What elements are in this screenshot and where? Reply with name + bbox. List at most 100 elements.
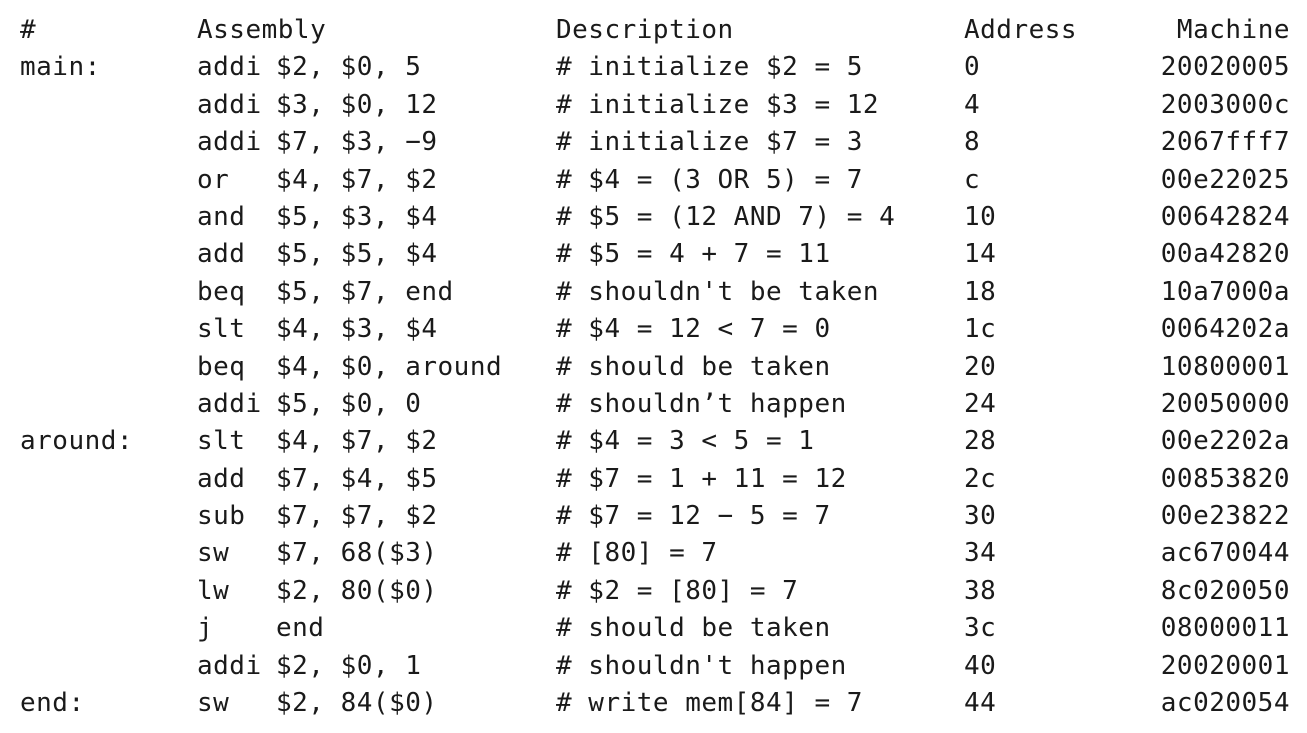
instruction-row: addi $5, $0, 0 # shouldn’t happen 24 2005000… (0, 386, 1307, 423)
address: 10 (964, 201, 997, 232)
opcode: sw (197, 688, 230, 719)
header-assembly: Assembly (197, 15, 327, 45)
opcode: lw (197, 575, 230, 606)
description: # write mem[84] = 7 (556, 688, 863, 719)
operands: $4, $7, $2 (276, 426, 438, 457)
description: # $4 = 12 < 7 = 0 (556, 314, 831, 345)
instruction-row: around: slt $4, $7, $2 # $4 = 3 < 5 = 1 28 00… (0, 423, 1307, 460)
description: # $7 = 1 + 11 = 12 (556, 463, 847, 494)
header-address: Address (964, 15, 1078, 45)
opcode: sw (197, 538, 230, 569)
address: 18 (964, 276, 997, 307)
opcode: addi (197, 127, 262, 158)
machine-code: ac020054 (1160, 688, 1290, 719)
assembly-listing: # Assembly Description Address Machine m… (0, 12, 1307, 722)
operands: $2, 80($0) (276, 575, 438, 606)
machine-code: 10a7000a (1160, 276, 1290, 307)
operands: $2, $0, 1 (276, 650, 422, 681)
operands: $7, 68($3) (276, 538, 438, 569)
row-label: around: (20, 426, 134, 457)
address: 40 (964, 650, 997, 681)
address: 20 (964, 351, 997, 382)
operands: $7, $3, −9 (276, 127, 438, 158)
instruction-row: addi $7, $3, −9 # initialize $7 = 3 8 2067ff… (0, 124, 1307, 161)
operands: $2, 84($0) (276, 688, 438, 719)
header-label: # (20, 15, 37, 45)
instruction-row: addi $3, $0, 12 # initialize $3 = 12 4 20030… (0, 87, 1307, 124)
opcode: slt (197, 314, 246, 345)
description: # shouldn't happen (556, 650, 847, 681)
operands: $5, $0, 0 (276, 388, 422, 419)
description: # shouldn't be taken (556, 276, 880, 307)
address: 8 (964, 127, 981, 158)
machine-code: 00e23822 (1160, 501, 1290, 532)
operands: $5, $5, $4 (276, 239, 438, 270)
address: 28 (964, 426, 997, 457)
description: # initialize $2 = 5 (556, 52, 863, 83)
machine-code: 2003000c (1160, 89, 1290, 120)
operands: $2, $0, 5 (276, 52, 422, 83)
address: 34 (964, 538, 997, 569)
operands: $7, $7, $2 (276, 501, 438, 532)
operands: $4, $7, $2 (276, 164, 438, 195)
description: # initialize $3 = 12 (556, 89, 880, 120)
machine-code: 8c020050 (1160, 575, 1290, 606)
operands: $5, $7, end (276, 276, 454, 307)
opcode: beq (197, 276, 246, 307)
opcode: addi (197, 388, 262, 419)
machine-code: 10800001 (1160, 351, 1290, 382)
machine-code: 00e2202a (1160, 426, 1290, 457)
address: 14 (964, 239, 997, 270)
address: 4 (964, 89, 981, 120)
description: # initialize $7 = 3 (556, 127, 863, 158)
machine-code: 20050000 (1160, 388, 1290, 419)
machine-code: 08000011 (1160, 613, 1290, 644)
operands: $7, $4, $5 (276, 463, 438, 494)
address: 24 (964, 388, 997, 419)
description: # shouldn’t happen (556, 388, 847, 419)
opcode: addi (197, 52, 262, 83)
opcode: addi (197, 650, 262, 681)
machine-code: 20020001 (1160, 650, 1290, 681)
address: c (964, 164, 981, 195)
machine-code: 2067fff7 (1160, 127, 1290, 158)
opcode: and (197, 201, 246, 232)
machine-code: 00853820 (1160, 463, 1290, 494)
description: # should be taken (556, 613, 831, 644)
address: 30 (964, 501, 997, 532)
operands: $5, $3, $4 (276, 201, 438, 232)
description: # $4 = 3 < 5 = 1 (556, 426, 815, 457)
opcode: slt (197, 426, 246, 457)
description: # $5 = 4 + 7 = 11 (556, 239, 831, 270)
address: 44 (964, 688, 997, 719)
opcode: sub (197, 501, 246, 532)
description: # should be taken (556, 351, 831, 382)
address: 3c (964, 613, 997, 644)
instruction-row: lw $2, 80($0) # $2 = [80] = 7 38 8c020050 (0, 573, 1307, 610)
header-machine: Machine (1176, 15, 1290, 45)
address: 2c (964, 463, 997, 494)
header-row: # Assembly Description Address Machine (0, 12, 1307, 49)
description: # $2 = [80] = 7 (556, 575, 799, 606)
operands: end (276, 613, 325, 644)
machine-code: 00642824 (1160, 201, 1290, 232)
opcode: addi (197, 89, 262, 120)
operands: $3, $0, 12 (276, 89, 438, 120)
machine-code: 20020005 (1160, 52, 1290, 83)
instruction-row: beq $5, $7, end # shouldn't be taken 18 10a7… (0, 274, 1307, 311)
opcode: add (197, 239, 246, 270)
instruction-row: addi $2, $0, 1 # shouldn't happen 40 2002000… (0, 648, 1307, 685)
address: 38 (964, 575, 997, 606)
machine-code: 0064202a (1160, 314, 1290, 345)
